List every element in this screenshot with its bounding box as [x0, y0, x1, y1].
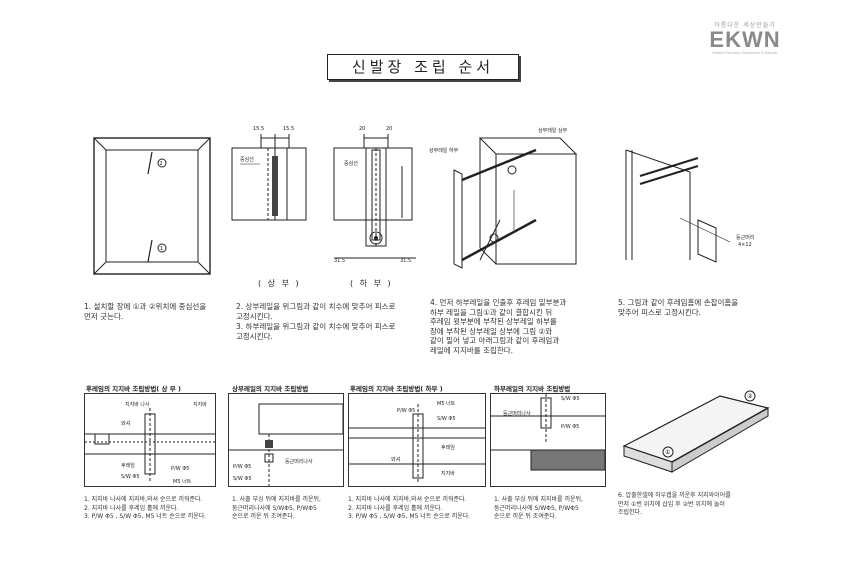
panel-1-diagram: 지지바 나사 지지바 와셔 후레임 P/W Φ5 S/W Φ5 M5 너트 [84, 393, 216, 487]
dim-top-left: 15.5 [253, 126, 265, 132]
label-1: P/W Φ5 [397, 408, 416, 414]
label-centerline: 중심선 [240, 157, 254, 163]
label-3: P/W Φ5 [561, 424, 580, 430]
page-title: 신발장 조립 순서 [327, 54, 519, 80]
label-centerline: 중심선 [344, 161, 358, 167]
label-6: S/W Φ5 [121, 474, 140, 480]
label-2: S/W Φ5 [561, 396, 580, 402]
panel-2-heading: 상부레일의 지지바 조립방법 [232, 385, 309, 393]
svg-text:2: 2 [160, 161, 163, 167]
step-3-text: 3. 하부레일을 위그림과 같이 치수에 맞추어 피스로 고정시킨다. [236, 322, 396, 341]
dim-top-left: 20 [359, 126, 366, 132]
mark-2: ② [747, 393, 753, 400]
dim-bottom-left: 31.5 [334, 258, 346, 264]
label-2: M5 너트 [437, 401, 456, 407]
figure-shelf-wire: ① ② [622, 390, 770, 473]
label-4: 후레임 [121, 463, 135, 469]
label-6: 지지바 [441, 471, 455, 477]
step-4-text: 4. 먼저 하부레일을 인출후 후레임 밑부분과 하부 레일을 그림①과 같이 … [430, 298, 567, 355]
logo-tagline: 아름다운 세상만들기 [714, 22, 776, 29]
panel-3-heading: 후레임의 지지바 조립방법( 하부 ) [350, 385, 443, 393]
label-1: P/W Φ5 [233, 464, 252, 470]
label-3: S/W Φ5 [437, 416, 456, 422]
label-1: 둥근머리나사 [503, 411, 531, 417]
panel-4-heading: 하부레일의 지지바 조립방법 [494, 385, 571, 393]
step-5-text: 5. 그림과 같이 후레임홈에 손잡이홈을 맞추어 피스로 고정시킨다. [618, 298, 739, 317]
caption-top: ( 상 부 ) [258, 279, 301, 288]
label-1: 지지바 나사 [125, 402, 150, 408]
label-5: P/W Φ5 [171, 466, 190, 472]
label-upper-rail-top: 상부레일 상부 [538, 128, 568, 134]
label-5: 와셔 [391, 457, 401, 463]
label-round-head: 둥근머리 [736, 235, 755, 241]
dim-top-right: 20 [386, 126, 393, 132]
label-4: 후레임 [441, 445, 455, 451]
panel-3-text: 1. 지지바 나사에 지지바,와셔 순으로 끼워준다. 2. 지지바 나사를 후… [348, 496, 471, 520]
dim-bottom-right: 31.5 [400, 258, 412, 264]
panel-1-heading: 후레임의 지지바 조립방법( 상 부 ) [86, 385, 181, 393]
mark-1: ① [665, 449, 670, 456]
svg-text:1: 1 [160, 246, 163, 252]
label-7: M5 너트 [173, 479, 192, 485]
figure-bottom-rail [333, 134, 416, 259]
label-2: 지지바 [193, 402, 207, 408]
label-screw-size: 4×12 [738, 242, 752, 248]
figure-frame-assembly [453, 137, 578, 269]
label-2: 둥근머리나사 [285, 459, 313, 465]
logo-mark: EKWN [709, 27, 781, 52]
dim-top-right: 15.5 [283, 126, 295, 132]
label-3: 와셔 [121, 421, 131, 427]
panel-4-diagram: 둥근머리나사 S/W Φ5 P/W Φ5 [490, 393, 606, 487]
caption-bottom: ( 하 부 ) [350, 279, 393, 288]
step-2-text: 2. 상부레일을 위그림과 같이 치수에 맞추어 피스로 고정시킨다. [236, 302, 396, 321]
label-3: S/W Φ5 [233, 476, 252, 482]
panel-2-diagram: P/W Φ5 둥근머리나사 S/W Φ5 [228, 393, 344, 487]
panel-5-text: 6. 압출한넬에 하우캡을 끼운후 지지와이어를 먼저 ①번 위치에 삽입 후 … [618, 492, 731, 516]
step-1-text: 1. 설치할 장에 ①과 ②위치에 중심선을 먼저 긋는다. [84, 302, 207, 321]
logo-subtitle: Ekwon Furniture Enterprise & Interior [712, 51, 778, 55]
panel-2-text: 1. 사출 부싱 뒤에 지지바를 끼운뒤, 둥근머리나사에 S/WΦ5, P/W… [232, 496, 321, 520]
figure-top-rail [231, 134, 307, 221]
panel-1-text: 1. 지지바 나사에 지지바,와셔 순으로 끼워준다. 2. 지지바 나사를 후… [84, 496, 207, 520]
figure-cabinet-centerlines: 2 1 [93, 137, 211, 275]
panel-4-text: 1. 사출 부싱 뒤에 지지바를 끼운뒤, 둥근머리나사에 S/WΦ5, P/W… [494, 496, 583, 520]
label-upper-rail-bottom: 상부레일 하부 [429, 148, 459, 154]
brand-logo: 아름다운 세상만들기 EKWN Ekwon Furniture Enterpri… [700, 20, 790, 60]
panel-3-diagram: P/W Φ5 M5 너트 S/W Φ5 후레임 와셔 지지바 [348, 393, 486, 487]
figure-handle-fixing [625, 149, 731, 263]
